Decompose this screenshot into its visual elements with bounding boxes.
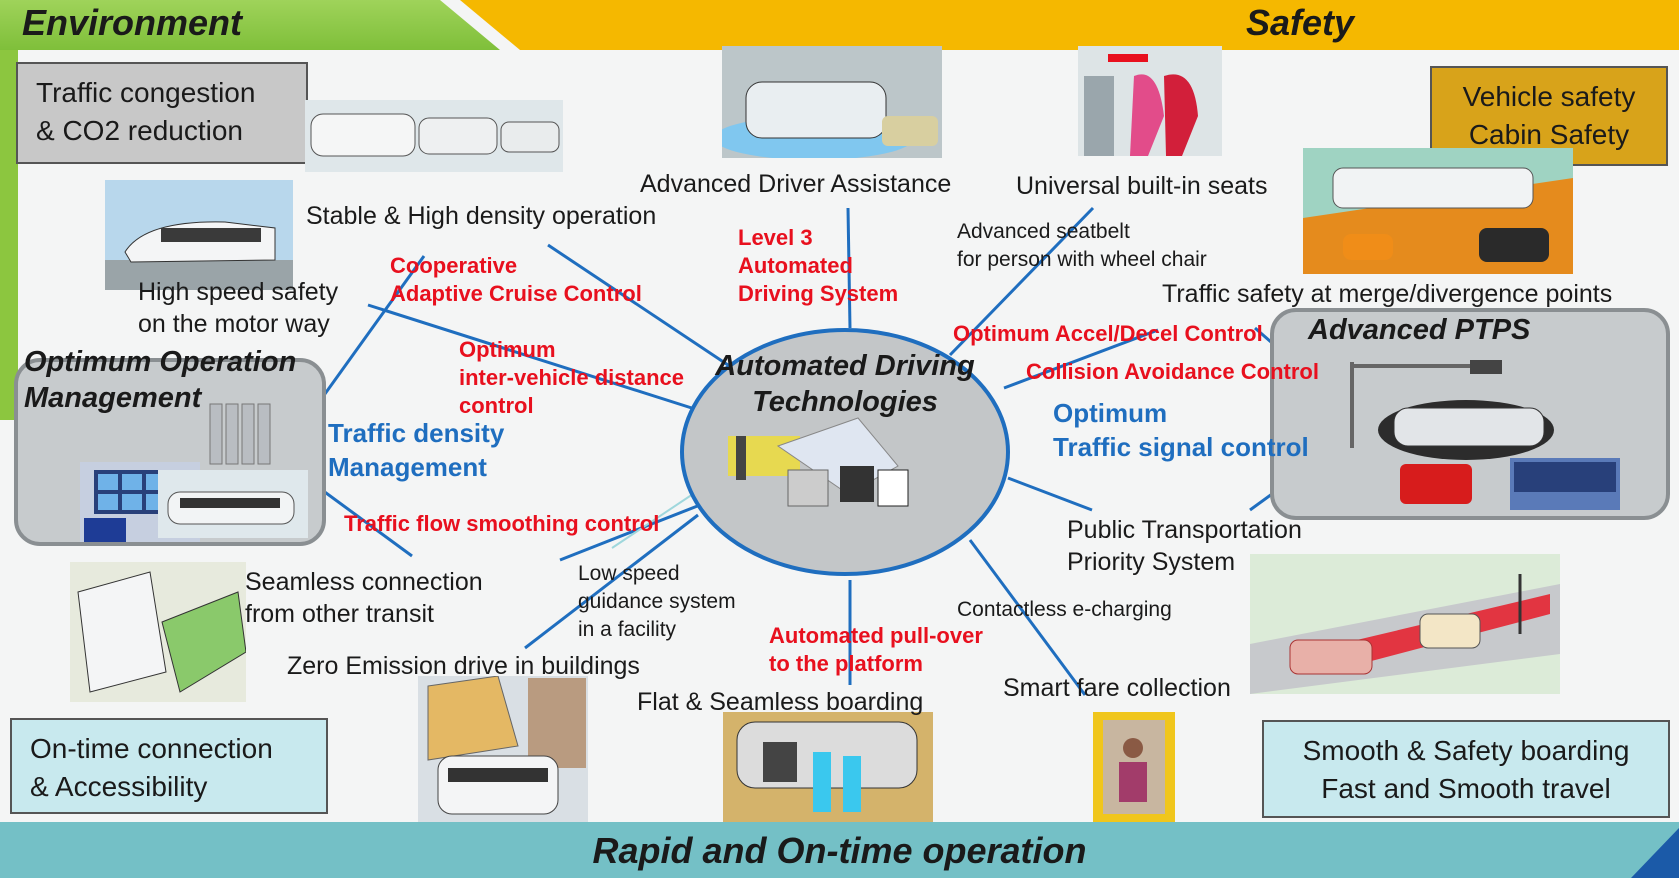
ptps-picture bbox=[1350, 360, 1620, 510]
zero-emission-label: Zero Emission drive in buildings bbox=[287, 652, 640, 680]
driver-assist-picture bbox=[722, 46, 942, 158]
optimum-operation-box bbox=[14, 358, 326, 546]
gates-picture bbox=[209, 403, 271, 465]
high-speed-label: High speed safety on the motor way bbox=[138, 278, 339, 338]
advanced-driver-label: Advanced Driver Assistance bbox=[640, 170, 952, 198]
cacc-label: Cooperative Adaptive Cruise Control bbox=[390, 253, 642, 306]
line-public-transport bbox=[1007, 476, 1093, 512]
on-time-box: On-time connection & Accessibility bbox=[10, 718, 328, 814]
low-speed-label: Low speed guidance system in a facility bbox=[578, 562, 736, 641]
line-collision bbox=[1003, 328, 1159, 390]
automated-driving-hub bbox=[680, 328, 1010, 576]
environment-side-strip bbox=[0, 50, 18, 420]
line-optimum-op bbox=[320, 255, 426, 399]
advanced-seatbelt-label: Advanced seatbelt for person with wheel … bbox=[957, 220, 1207, 271]
safety-title: Safety bbox=[1246, 2, 1355, 43]
merge-point-picture bbox=[1303, 148, 1573, 274]
advanced-ptps-title: Advanced PTPS bbox=[1308, 314, 1531, 346]
inter-vehicle-label: Optimum inter-vehicle distance control bbox=[459, 337, 684, 418]
line-zero-emission bbox=[524, 513, 699, 650]
level3-label: Level 3 Automated Driving System bbox=[738, 225, 899, 306]
public-transport-label: Public Transportation Priority System bbox=[1067, 516, 1302, 576]
fare-collection-picture bbox=[1093, 712, 1175, 822]
environment-title: Environment bbox=[22, 2, 243, 43]
built-in-seats-picture bbox=[1078, 46, 1222, 156]
advanced-ptps-box bbox=[1270, 308, 1670, 520]
seamless-connection-label: Seamless connection from other transit bbox=[245, 568, 483, 628]
line-low-speed bbox=[611, 491, 697, 549]
universal-seats-label: Universal built-in seats bbox=[1016, 172, 1268, 200]
contactless-label: Contactless e-charging bbox=[957, 598, 1172, 621]
signal-label: Optimum Traffic signal control bbox=[1053, 398, 1309, 462]
pull-over-label: Automated pull-over to the platform bbox=[769, 623, 983, 676]
transit-connection-picture bbox=[70, 562, 246, 702]
traffic-merge-label: Traffic safety at merge/divergence point… bbox=[1162, 280, 1613, 308]
flat-seamless-label: Flat & Seamless boarding bbox=[637, 688, 924, 716]
line-driver-assist bbox=[846, 207, 852, 329]
line-seamless bbox=[321, 488, 413, 558]
building-drive-picture bbox=[418, 676, 588, 822]
flow-smoothing-label: Traffic flow smoothing control bbox=[344, 511, 660, 536]
line-flow bbox=[559, 503, 701, 562]
signal-priority-picture bbox=[1250, 554, 1560, 694]
density-label: Traffic density Management bbox=[328, 418, 505, 482]
accel-decel-label: Optimum Accel/Decel Control bbox=[953, 321, 1263, 346]
stable-high-label: Stable & High density operation bbox=[306, 202, 657, 230]
smooth-safety-box: Smooth & Safety boarding Fast and Smooth… bbox=[1262, 720, 1670, 818]
traffic-congestion-box: Traffic congestion & CO2 reduction bbox=[16, 62, 308, 164]
line-stable bbox=[547, 243, 729, 367]
rapid-title: Rapid and On-time operation bbox=[592, 830, 1087, 871]
rapid-banner bbox=[0, 822, 1679, 878]
optimum-operation-title: Optimum Operation Management bbox=[24, 346, 297, 414]
bus-fleet-picture bbox=[305, 100, 563, 172]
safety-banner bbox=[460, 0, 1679, 50]
smart-fare-label: Smart fare collection bbox=[1003, 674, 1231, 702]
highway-bus-picture bbox=[105, 180, 293, 290]
line-smart-fare bbox=[968, 539, 1087, 696]
line-high-speed bbox=[367, 303, 699, 412]
line-seats bbox=[948, 206, 1095, 357]
hub-title: Automated Driving Technologies bbox=[715, 350, 975, 418]
flat-boarding-picture bbox=[723, 712, 933, 822]
fleet-bus-picture bbox=[158, 470, 308, 538]
environment-banner bbox=[0, 0, 500, 50]
collision-label: Collision Avoidance Control bbox=[1026, 359, 1319, 384]
